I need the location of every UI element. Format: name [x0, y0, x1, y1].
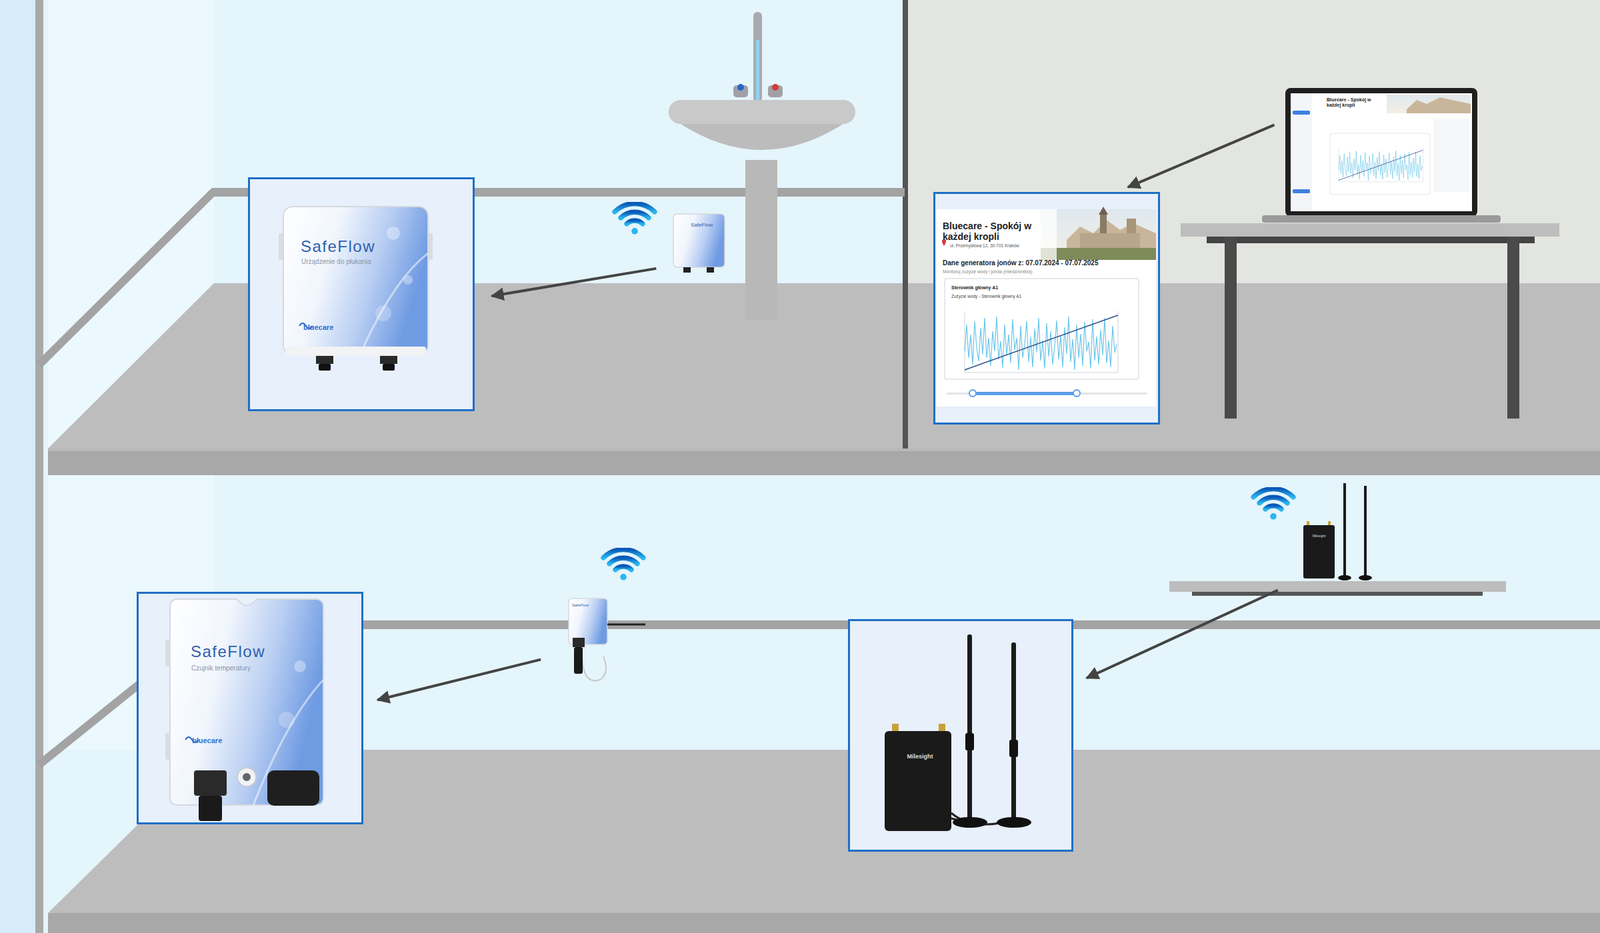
dashboard-title: Bluecare - Spokój w każdej kropli — [942, 220, 1043, 242]
section-subtitle: Monitoruj zużycie wody i jonów (miedzi/s… — [942, 269, 1032, 274]
product-name: SafeFlow — [690, 222, 713, 228]
temperature-sensor: SafeFlow — [566, 596, 607, 654]
zoom-arrow — [1128, 124, 1274, 188]
chart-title: Zużycie wody - Sterownik główny A1 — [951, 294, 1022, 299]
laptop-screen: Bluecare - Spokój w każdej kropli — [1285, 88, 1478, 217]
flush-device: SafeFlow — [673, 214, 725, 268]
zoom-frame: Milesight — [848, 619, 1074, 852]
screen-title: Bluecare - Spokój w każdej kropli — [1326, 97, 1376, 108]
zoom-frame: Bluecare - Spokój w każdej kropliul. Prz… — [933, 192, 1160, 425]
zoom-frame: SafeFlowCzujnik temperatury bluecare — [136, 592, 364, 825]
brand-logo: bluecare — [192, 736, 222, 746]
card-title: Sterownik główny A1 — [951, 285, 998, 291]
gateway-router: Milesight — [1303, 525, 1335, 579]
brand-logo: Milesight — [1303, 534, 1335, 539]
brand-logo: Milesight — [886, 753, 954, 760]
address: ul. Przemysłowa 12, 30-701 Kraków — [950, 243, 1020, 248]
zoom-frame: SafeFlowUrządzenie do płukania bluecare — [248, 177, 475, 412]
brand-logo: bluecare — [303, 323, 334, 332]
product-type: Czujnik temperatury — [191, 664, 251, 673]
zoom-arrow — [1086, 590, 1278, 679]
section-heading: Dane generatora jonów z: 07.07.2024 - 07… — [942, 259, 1098, 268]
product-name: SafeFlow — [300, 237, 376, 256]
zoom-arrow — [492, 268, 657, 296]
zoom-arrow — [377, 660, 541, 701]
product-name: SafeFlow — [190, 642, 266, 662]
product-name: SafeFlow — [572, 603, 589, 608]
product-type: Urządzenie do płukania — [301, 258, 372, 266]
